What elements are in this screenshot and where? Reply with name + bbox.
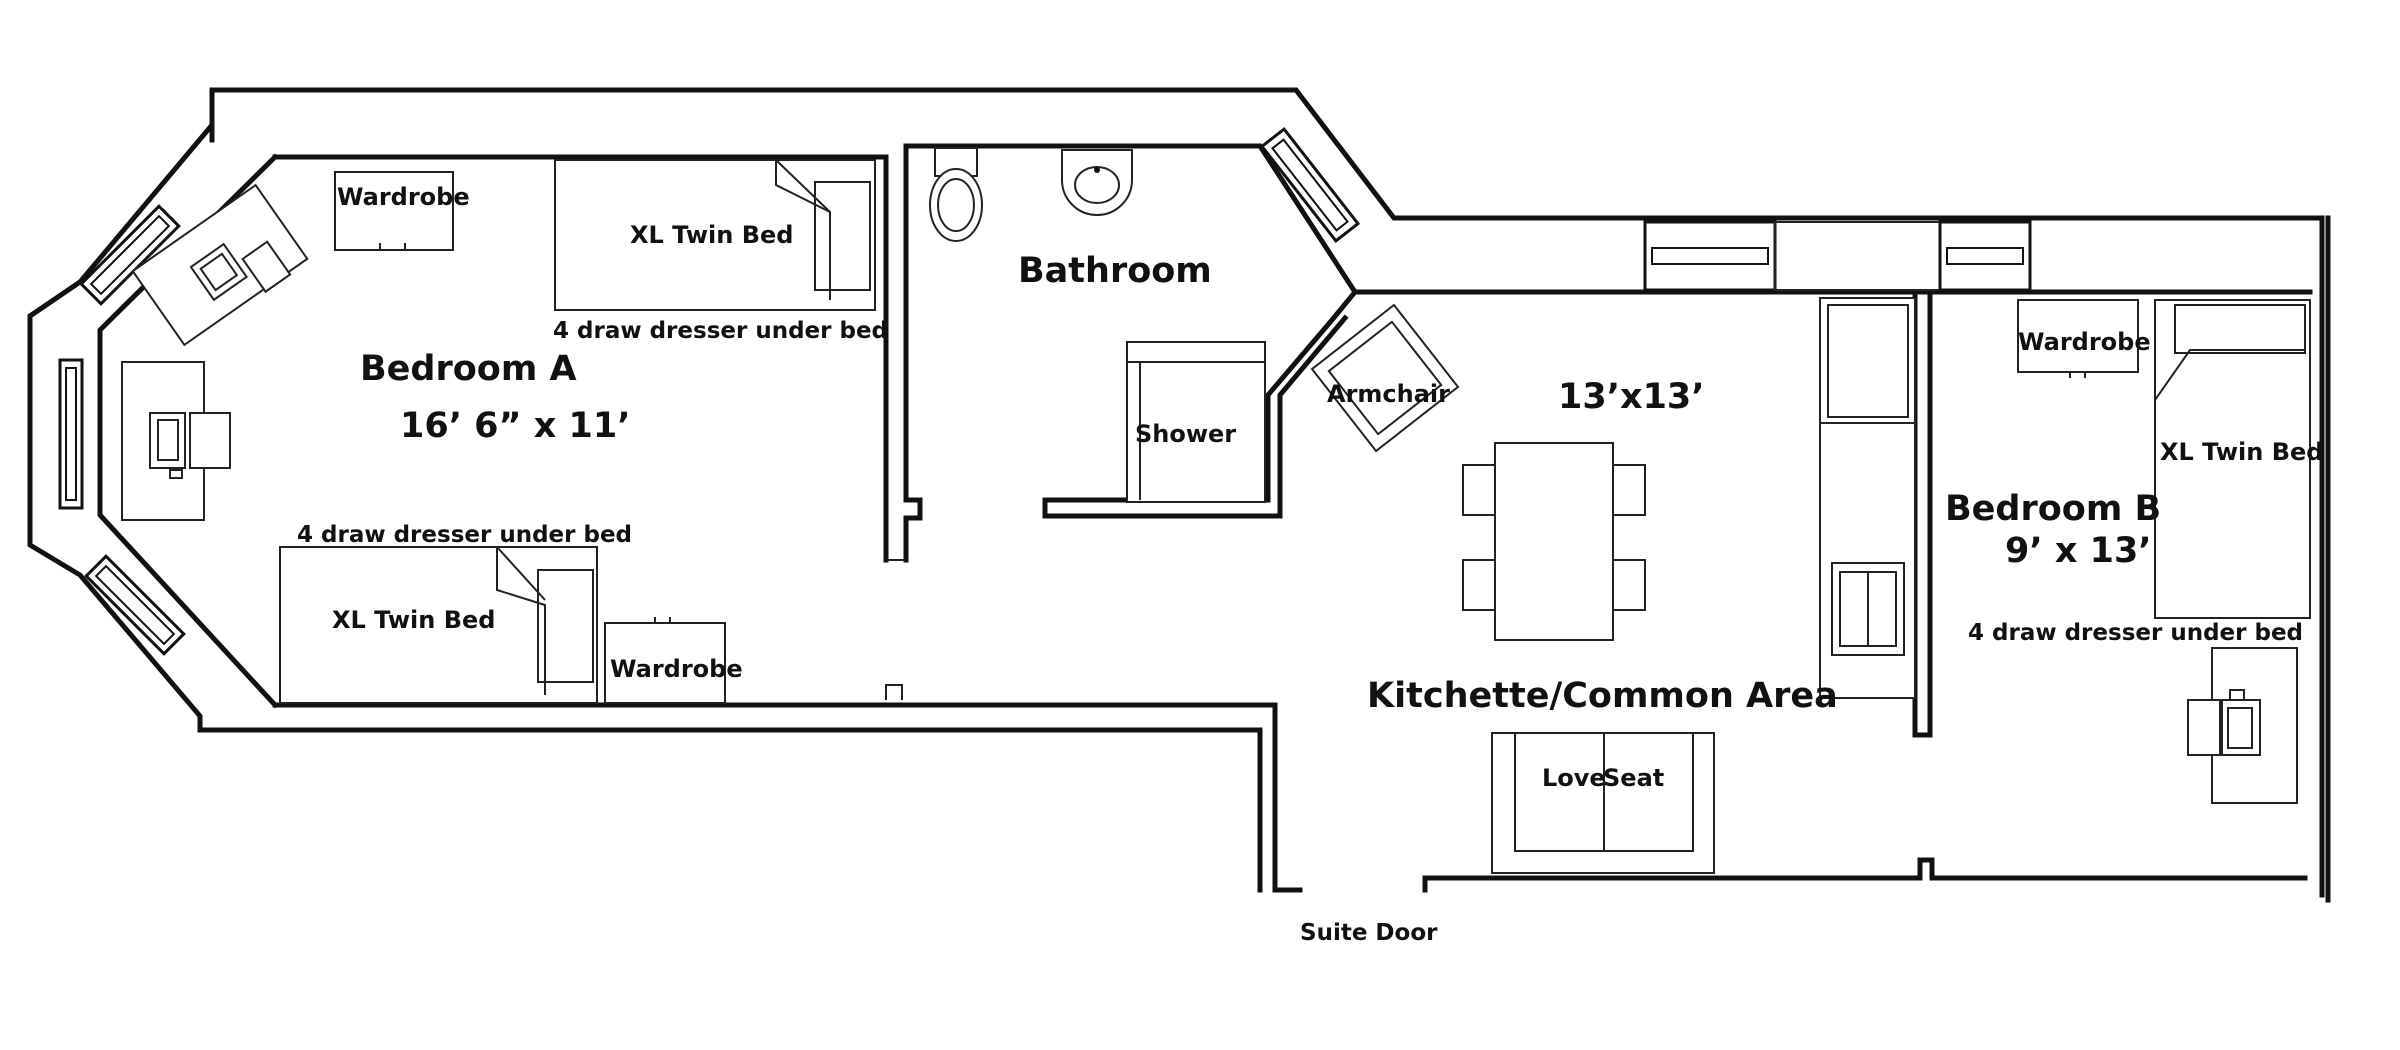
windows (58, 126, 2032, 656)
bedroom-b-furniture (2017, 299, 2311, 804)
common-area-dimensions: 13’x13’ (1558, 377, 1705, 417)
common-area-furniture (1310, 297, 1916, 874)
interior-walls (883, 143, 1933, 738)
armchair-label: Armchair (1327, 380, 1450, 408)
bedroom-a-furniture (121, 159, 876, 704)
bathroom-title: Bathroom (1018, 251, 1212, 291)
exterior-walls (27, 87, 2331, 903)
bedroom-b-dimensions: 9’ x 13’ (2005, 531, 2152, 571)
suite-door-label: Suite Door (1300, 920, 1438, 946)
shower-label: Shower (1135, 420, 1236, 448)
love-seat-label-left: Love (1542, 764, 1606, 792)
dresser-label-a-top: 4 draw dresser under bed (553, 318, 888, 344)
bedroom-a-title: Bedroom A (360, 349, 577, 389)
bed-label-a-bottom: XL Twin Bed (332, 606, 495, 634)
labels: Bedroom A 16’ 6” x 11’ Bathroom 13’x13’ … (297, 183, 2323, 946)
common-area-title: Kitchette/Common Area (1367, 676, 1838, 716)
bed-label-a-top: XL Twin Bed (630, 221, 793, 249)
bedroom-b-title: Bedroom B (1945, 489, 2161, 529)
love-seat-label-right: Seat (1603, 764, 1664, 792)
bed-label-b: XL Twin Bed (2160, 438, 2323, 466)
wardrobe-label-a-bottom: Wardrobe (610, 655, 743, 683)
wardrobe-label-b: Wardrobe (2018, 328, 2151, 356)
dresser-label-b: 4 draw dresser under bed (1968, 620, 2303, 646)
dresser-label-a-bottom: 4 draw dresser under bed (297, 522, 632, 548)
bedroom-a-dimensions: 16’ 6” x 11’ (400, 406, 631, 446)
bathroom-fixtures (929, 147, 1266, 503)
wardrobe-label-a-top: Wardrobe (337, 183, 470, 211)
